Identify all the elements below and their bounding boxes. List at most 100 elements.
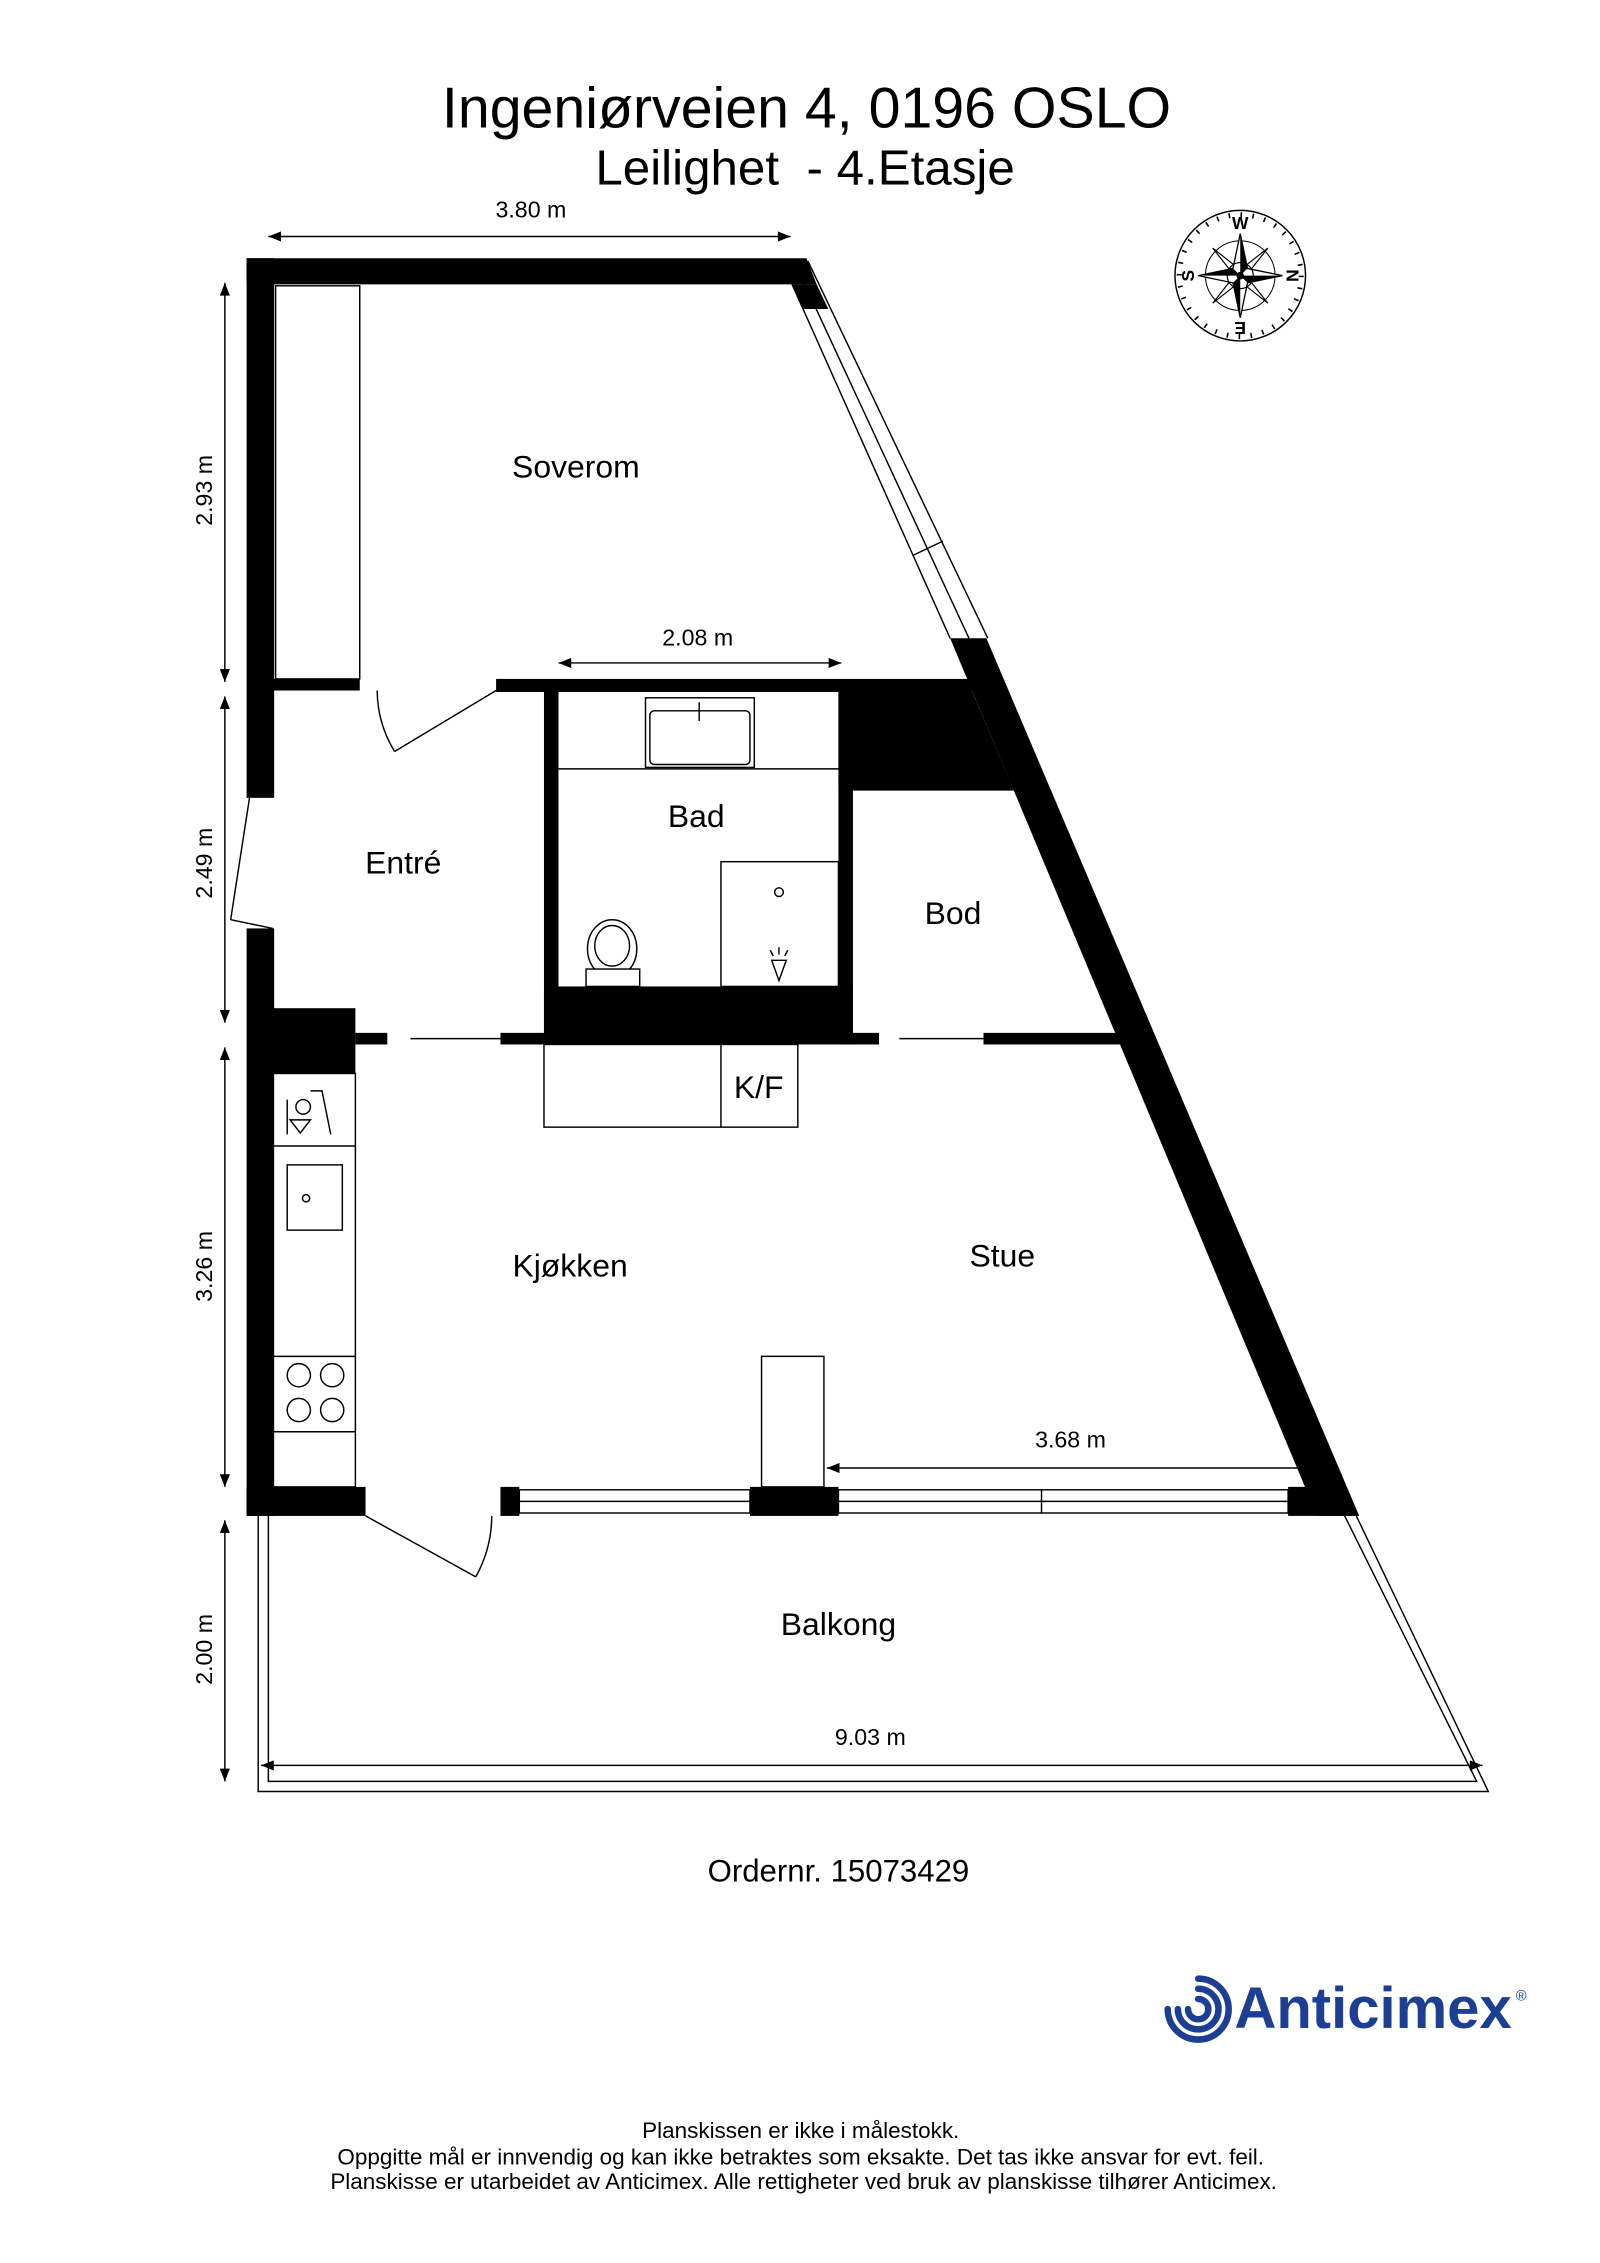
shower-head-shape	[770, 959, 788, 983]
dim-bedroom-height: 2.93 m	[191, 455, 217, 526]
shower-drain	[773, 887, 785, 898]
compass-center-dot	[1236, 271, 1245, 280]
entry-door	[229, 797, 273, 930]
compass-rose-icon: W N E S	[1174, 209, 1307, 342]
bathroom-fixtures	[558, 697, 840, 988]
floor-subtitle: Leilighet - 4.Etasje	[595, 140, 1014, 195]
wall-bedroom-left	[272, 678, 360, 691]
room-label-stue: Stue	[970, 1237, 1036, 1273]
shower-head-icon	[769, 947, 789, 983]
room-label-bod: Bod	[925, 895, 982, 931]
burner-2	[319, 1362, 345, 1388]
wall-bottom-right	[1288, 1486, 1360, 1516]
window-bedroom-mullion	[912, 540, 944, 557]
toilet-tank	[585, 968, 641, 988]
window-bedroom-inner	[791, 284, 951, 639]
brand-name: Anticimex	[1234, 1976, 1511, 2041]
balcony-door-leaf	[365, 1515, 477, 1578]
toilet-icon	[585, 918, 641, 988]
shower-head-ray-3	[784, 949, 789, 957]
wall-bedroom-right	[496, 678, 972, 692]
toilet-seat	[594, 924, 631, 967]
kf-cabinet	[543, 1043, 799, 1128]
wall-bath-right	[838, 690, 853, 1045]
dim-living-width: 3.68 m	[1035, 1427, 1106, 1453]
balcony-railing-inner	[267, 1515, 1478, 1783]
kitchen-counter	[271, 1072, 357, 1488]
dim-top-width: 3.80 m	[495, 197, 566, 223]
wall-bottom-stub	[500, 1486, 520, 1516]
burner-1	[286, 1362, 312, 1388]
dishwasher-icon-circle	[295, 1098, 312, 1115]
compass-tick-ring	[1176, 212, 1304, 340]
dishwasher-icon	[286, 1090, 332, 1135]
wall-kitchen-corner	[272, 1008, 356, 1074]
wall-stub-entre	[355, 1032, 388, 1045]
wall-bath-left	[543, 690, 559, 1045]
wall-stub-bath-left	[500, 1032, 544, 1045]
entry-door-frame	[230, 919, 273, 930]
balcony-railing	[257, 1515, 1490, 1793]
compass-label-right: N	[1283, 269, 1303, 282]
column	[760, 1355, 825, 1488]
balcony-door-swing	[475, 1515, 493, 1578]
sink-basin	[649, 710, 751, 766]
dim-balcony-height: 2.00 m	[191, 1614, 217, 1685]
kitchen-sink-drain	[301, 1193, 311, 1203]
brand-trademark: ®	[1516, 1988, 1527, 2004]
room-label-balkong: Balkong	[781, 1606, 896, 1642]
shower-head-ray-1	[769, 949, 774, 957]
spiral-arc-middle	[1174, 1985, 1222, 2033]
dim-entre-height: 2.49 m	[191, 828, 217, 899]
order-number: Ordernr. 15073429	[708, 1853, 970, 1888]
stove-icon	[286, 1362, 345, 1423]
dishwasher-icon-triangle	[288, 1119, 312, 1135]
room-label-soverom: Soverom	[512, 448, 640, 484]
dim-balcony-width: 9.03 m	[835, 1724, 906, 1750]
spiral-arc-inner	[1184, 1995, 1212, 2023]
shower-icon	[720, 860, 840, 988]
window-bedroom	[791, 260, 989, 639]
dishwasher-icon-door	[310, 1090, 332, 1135]
wall-bath-bottom	[543, 986, 853, 1045]
footer-line-1: Planskissen er ikke i målestokk.	[642, 2118, 959, 2143]
window-living-room	[837, 1489, 1289, 1514]
wall-stub-bod-left	[852, 1032, 880, 1045]
room-label-bad: Bad	[668, 798, 725, 834]
sink-icon	[644, 697, 756, 769]
spiral-arc-outer	[1164, 1975, 1232, 2043]
kitchen-sink-icon	[286, 1164, 344, 1231]
room-label-kf: K/F	[734, 1069, 784, 1105]
window-bedroom-outer	[807, 260, 989, 639]
anticimex-spiral-icon	[1164, 1975, 1232, 2043]
compass-label-left: S	[1178, 270, 1198, 282]
window-bedroom-glass	[800, 275, 970, 639]
burner-4	[319, 1397, 345, 1423]
bedroom-door	[376, 689, 497, 753]
room-label-kjokken: Kjøkken	[512, 1248, 627, 1284]
footer-line-3: Planskisse er utarbeidet av Anticimex. A…	[330, 2169, 1277, 2194]
wall-bod-bottom	[983, 1032, 1120, 1045]
shaft	[838, 690, 1014, 791]
dim-bath-width: 2.08 m	[662, 625, 733, 651]
room-label-entre: Entré	[365, 844, 441, 880]
balcony-railing-outer	[257, 1515, 1490, 1793]
wall-diagonal	[950, 638, 1360, 1516]
wall-left-lower	[246, 928, 275, 1516]
wall-bottom-pier	[749, 1486, 839, 1516]
wall-left-upper	[246, 258, 275, 798]
wardrobe	[274, 285, 361, 680]
footer-line-2: Oppgitte mål er innvendig og kan ikke be…	[337, 2144, 1264, 2169]
kitchen-counter-outline	[271, 1072, 357, 1488]
wall-top	[246, 258, 817, 285]
window-kitchen	[518, 1489, 751, 1514]
address-title: Ingeniørveien 4, 0196 OSLO	[442, 77, 1171, 141]
entry-door-leaf	[229, 797, 251, 920]
walls	[246, 258, 1360, 1516]
compass-label-bottom: E	[1234, 318, 1246, 338]
compass-label-top: W	[1232, 213, 1249, 233]
balcony-door	[365, 1515, 493, 1578]
bedroom-door-swing	[376, 690, 396, 752]
